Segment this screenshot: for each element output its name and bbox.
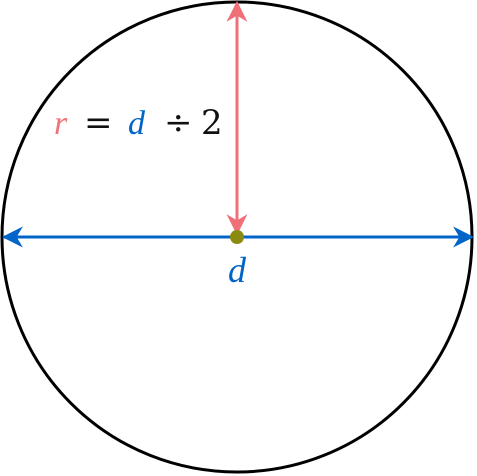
center-point xyxy=(230,230,244,244)
formula-divide: ÷ xyxy=(164,103,193,143)
formula-d: d xyxy=(128,105,146,142)
formula-equals: = xyxy=(84,103,113,143)
formula-r: r xyxy=(54,105,68,142)
diameter-label: d xyxy=(228,250,247,290)
formula-two: 2 xyxy=(201,103,223,143)
